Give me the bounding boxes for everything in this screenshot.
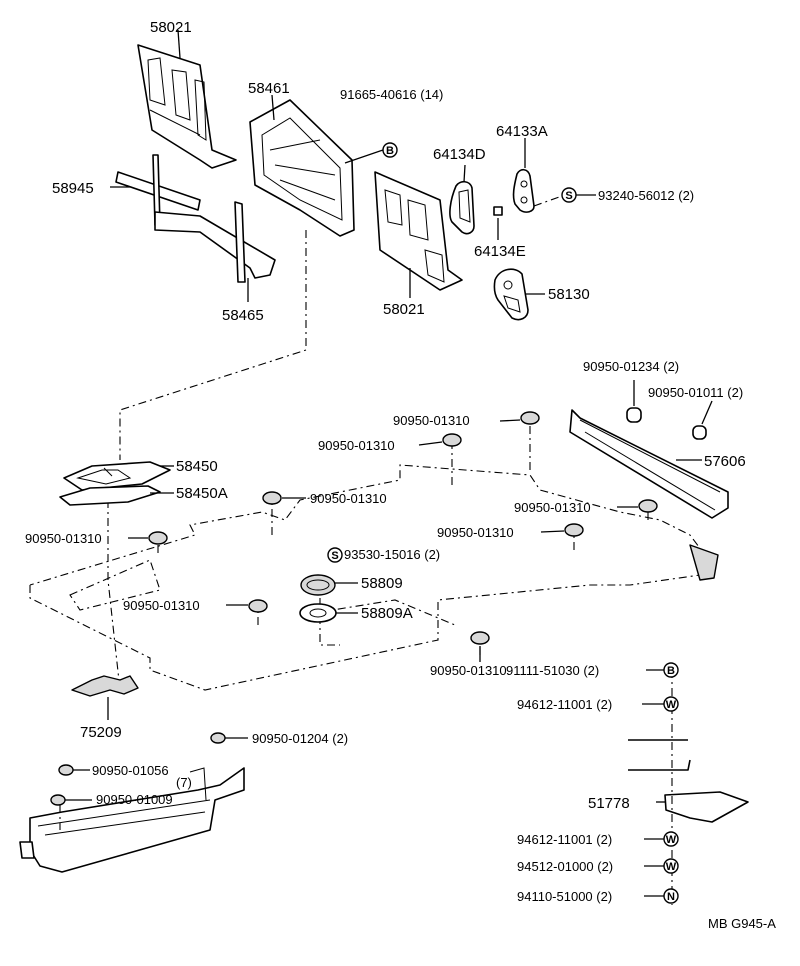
label-94612-a: 94612-11001 (2) [517,697,612,712]
label-91665: 91665-40616 (14) [340,87,443,102]
plug-90950-01056 [58,764,74,776]
label-90950-01310-f: 90950-01310 [437,525,514,540]
plug-90950-01204 [210,732,226,744]
symbol-b-icon: B [382,142,398,158]
svg-text:S: S [331,550,338,562]
label-58450: 58450 [176,458,218,475]
label-58809: 58809 [361,575,403,592]
part-64134e [493,206,503,216]
symbol-w-icon: W [663,831,679,847]
label-58021-top: 58021 [150,19,192,36]
label-58809a: 58809A [361,605,413,622]
symbol-s-icon: S [327,547,343,563]
bar-58945 [115,154,276,283]
plugs-90950-01310 [148,411,658,645]
label-58130: 58130 [548,286,590,303]
label-90950-01310-e: 90950-01310 [25,531,102,546]
svg-text:W: W [666,834,677,846]
panel-58021-bottom [374,171,463,291]
label-94612-b: 94612-11001 (2) [517,832,612,847]
part-58809 [300,574,336,596]
svg-text:W: W [666,699,677,711]
label-58021-bottom: 58021 [383,301,425,318]
label-58461: 58461 [248,80,290,97]
label-58465: 58465 [222,307,264,324]
label-90950-01204: 90950-01204 (2) [252,731,348,746]
symbol-b-icon: B [663,662,679,678]
label-57606: 57606 [704,453,746,470]
part-58130 [493,268,529,321]
label-90950-01009: 90950-01009 [96,792,173,807]
label-94110: 94110-51000 (2) [517,889,612,904]
part-64133a [512,168,535,213]
label-qty-7: (7) [176,775,192,790]
svg-text:B: B [386,145,394,157]
panel-58461 [249,99,355,237]
label-64133a: 64133A [496,123,548,140]
label-90950-01310-g: 90950-01310 [123,598,200,613]
clip-90950-01234 [626,407,642,423]
label-90950-01310-d: 90950-01310 [514,500,591,515]
label-90950-01234: 90950-01234 (2) [583,359,679,374]
label-51778: 51778 [588,795,630,812]
label-90950-01310-b: 90950-01310 [318,438,395,453]
svg-text:W: W [666,861,677,873]
label-93240: 93240-56012 (2) [598,188,694,203]
part-64134d [449,180,475,235]
label-90950-01011: 90950-01011 (2) [648,385,743,400]
label-90950-01310-h: 90950-01310 [430,663,507,678]
part-58809a [299,603,337,623]
clip-90950-01011 [692,425,707,440]
svg-text:N: N [667,891,675,903]
part-51778 [628,739,749,823]
symbol-s-icon: S [561,187,577,203]
label-64134e: 64134E [474,243,526,260]
label-90950-01310-c: 90950-01310 [310,491,387,506]
diagram-code: MB G945-A [708,916,776,931]
part-75209 [71,675,139,697]
svg-text:B: B [667,665,675,677]
panel-58021-top [137,44,237,169]
label-94512: 94512-01000 (2) [517,859,613,874]
symbol-n-icon: N [663,888,679,904]
label-75209: 75209 [80,724,122,741]
label-91111: 91111-51030 (2) [506,663,599,678]
label-93530: 93530-15016 (2) [344,547,440,562]
label-90950-01310-a: 90950-01310 [393,413,470,428]
label-58450a: 58450A [176,485,228,502]
part-bottom-box [19,767,245,873]
plug-90950-01009 [50,794,66,806]
svg-text:S: S [565,190,572,202]
label-90950-01056: 90950-01056 [92,763,169,778]
symbol-w-icon: W [663,696,679,712]
label-64134d: 64134D [433,146,486,163]
label-58945: 58945 [52,180,94,197]
bar-57606 [569,409,729,581]
symbol-w-icon: W [663,858,679,874]
part-58450 [59,461,171,506]
